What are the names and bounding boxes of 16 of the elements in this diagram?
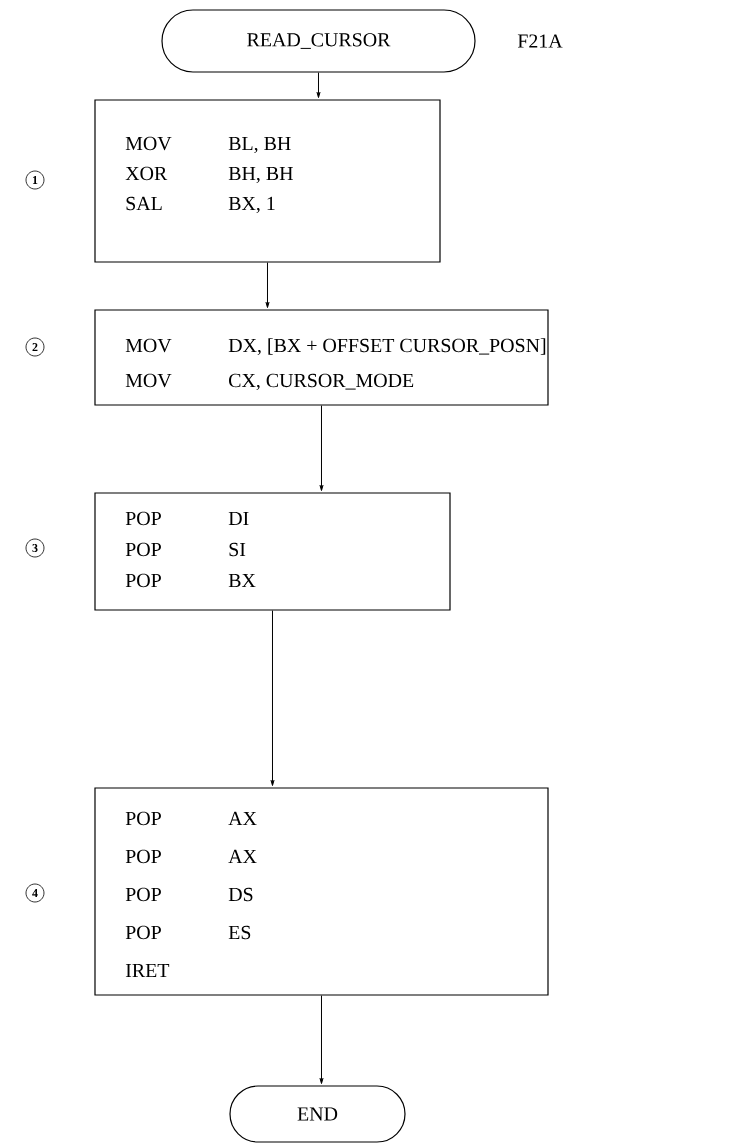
code-box: POP DI POP SI POP BX: [94, 492, 451, 611]
code-label: F21A: [517, 34, 563, 48]
step-number: 2: [25, 337, 45, 357]
step-number: 4: [25, 883, 45, 903]
arrow: [265, 262, 270, 309]
arrow: [319, 405, 324, 492]
step-number: 3: [25, 538, 45, 558]
code-box: POP AX POP AX POP DS POP ES IRET: [94, 787, 549, 996]
arrow: [319, 995, 324, 1085]
step-number: 1: [25, 170, 45, 190]
code-box: MOV DX, [BX + OFFSET CURSOR_POSN] MOV CX, CURSOR_MODE: [94, 309, 549, 406]
arrow: [270, 610, 275, 787]
arrow: [316, 72, 321, 99]
terminal-box: READ_CURSOR: [161, 9, 476, 73]
code-box: MOV BL, BH XOR BH, BH SAL BX, 1: [94, 99, 441, 263]
terminal-box: END: [229, 1085, 406, 1143]
